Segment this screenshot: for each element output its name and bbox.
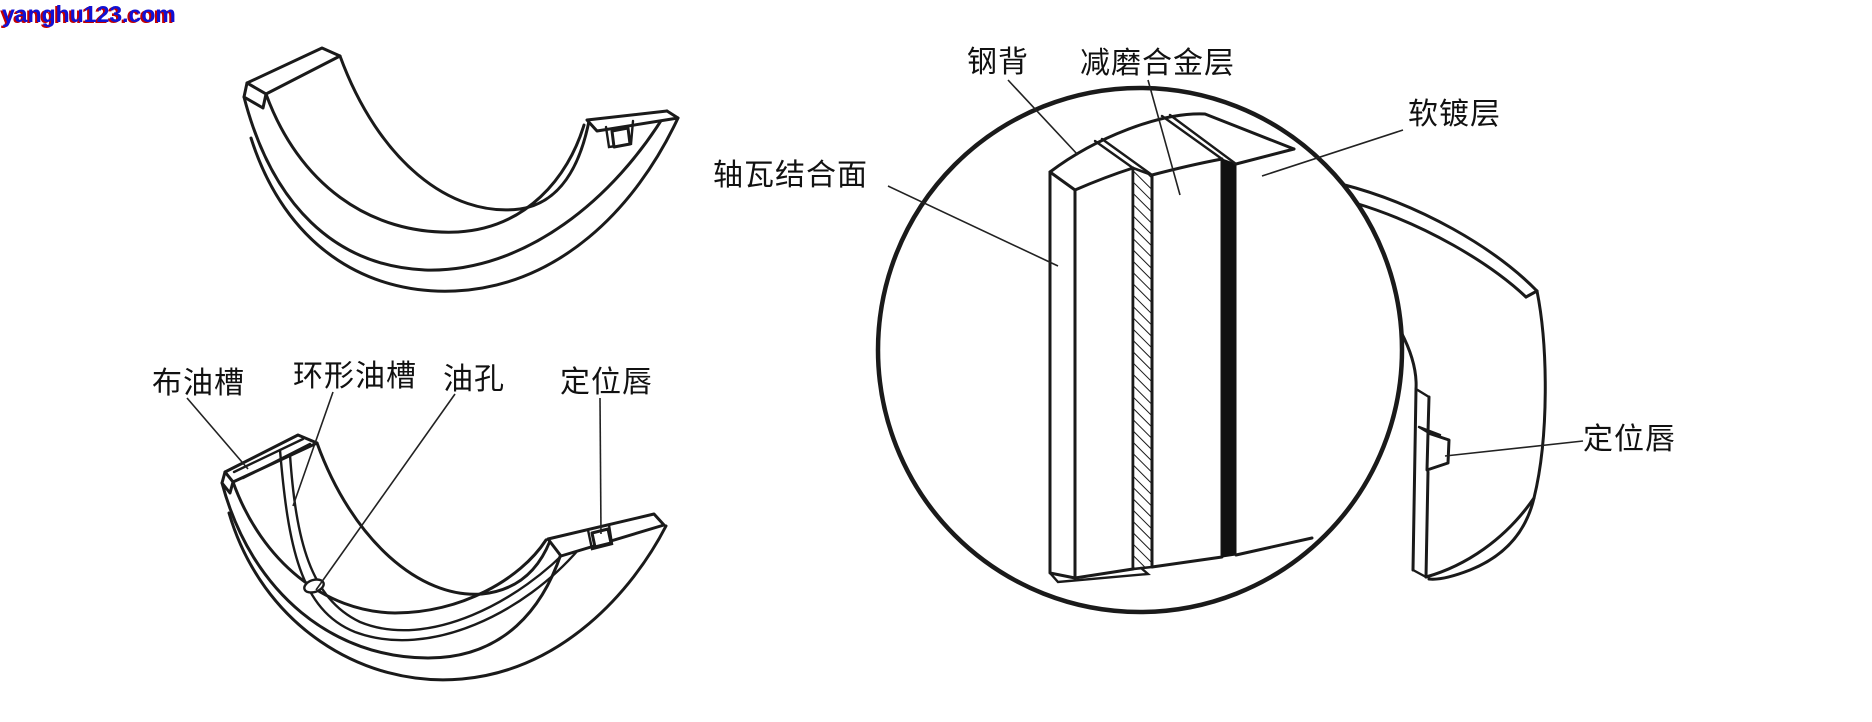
leader-oil-hole — [315, 393, 456, 591]
joint-strip-right — [1424, 395, 1431, 579]
bottom-rim-near — [1411, 568, 1428, 579]
label-annular-oil-groove: 环形油槽 — [293, 360, 417, 393]
joint-strip-top — [1414, 387, 1431, 399]
grooved-bearing-shell-drawing: 布油槽 环形油槽 油孔 定位唇 — [152, 360, 668, 682]
lip-tab — [590, 527, 613, 549]
label-locating-lip: 定位唇 — [560, 366, 653, 399]
joint-face-groove-line — [241, 442, 312, 480]
inner-far-edge — [338, 54, 591, 212]
label-oil-distribution-groove: 布油槽 — [152, 367, 245, 400]
alloy-layer-face — [1150, 157, 1224, 569]
leader-alloy-layer — [1147, 79, 1181, 196]
outer-near-edge — [220, 481, 563, 660]
inner-band-top-edge — [1234, 147, 1296, 166]
leader-soft-plating — [1261, 129, 1404, 177]
outer-near-edge — [242, 95, 669, 272]
top-face-division — [1168, 113, 1238, 166]
label-alloy-layer: 减磨合金层 — [1080, 47, 1235, 80]
bottom-rim-inner — [1424, 496, 1536, 579]
lip-top-edge — [1417, 425, 1442, 437]
outer-far-edge — [227, 511, 668, 682]
top-rim-outer-edge — [1339, 182, 1539, 293]
leader-oil-distribution-groove — [186, 397, 249, 470]
detail-circle-view: 钢背 减磨合金层 软镀层 轴瓦结合面 — [713, 46, 1501, 615]
label-soft-plating: 软镀层 — [1408, 98, 1501, 131]
joint-face-strip — [1048, 170, 1077, 580]
leader-joint-face — [887, 185, 1059, 267]
label-steel-back: 钢背 — [967, 46, 1029, 79]
label-locating-lip-right: 定位唇 — [1583, 423, 1676, 456]
leader-locating-lip — [599, 397, 602, 535]
annular-groove-edge — [278, 448, 581, 642]
outer-far-edge — [249, 116, 680, 293]
hatched-layer-strip — [1131, 166, 1154, 571]
top-face-division — [1093, 139, 1135, 170]
top-face-division — [1100, 137, 1154, 177]
top-rim-end — [1524, 289, 1539, 299]
inner-band-bottom-edge — [1234, 536, 1314, 557]
end-face-top — [245, 46, 342, 96]
layer-cross-section — [1048, 112, 1314, 584]
soft-plating-stripe — [1221, 158, 1237, 558]
end-face-band — [242, 81, 268, 110]
inner-far-edge — [315, 441, 552, 596]
steel-back-face — [1073, 166, 1135, 580]
inner-near-edge — [264, 92, 586, 234]
leader-locating-lip-right — [1444, 440, 1584, 457]
lip-tab — [610, 126, 632, 149]
watermark: yanghu123.com — [2, 1, 176, 27]
joint-strip-left — [1411, 387, 1418, 572]
top-face-division — [1160, 114, 1224, 161]
bottom-foot-edge — [1048, 566, 1151, 584]
leader-annular-oil-groove — [292, 391, 334, 507]
leader-steel-back — [1007, 79, 1079, 156]
label-joint-face: 轴瓦结合面 — [713, 159, 868, 192]
top-rim-inner-edge — [1353, 201, 1528, 299]
right-bearing-shell-drawing: 定位唇 — [1339, 182, 1676, 581]
end-face-band — [220, 470, 235, 495]
outer-silhouette — [1427, 289, 1547, 581]
top-face-back-edge — [1048, 112, 1296, 174]
label-oil-hole: 油孔 — [443, 363, 505, 396]
oil-hole-shape — [303, 578, 325, 594]
annular-groove-edge — [288, 453, 576, 632]
plain-bearing-shell-drawing — [242, 46, 680, 293]
inner-near-edge — [231, 480, 548, 615]
lip-tab — [1425, 431, 1451, 472]
